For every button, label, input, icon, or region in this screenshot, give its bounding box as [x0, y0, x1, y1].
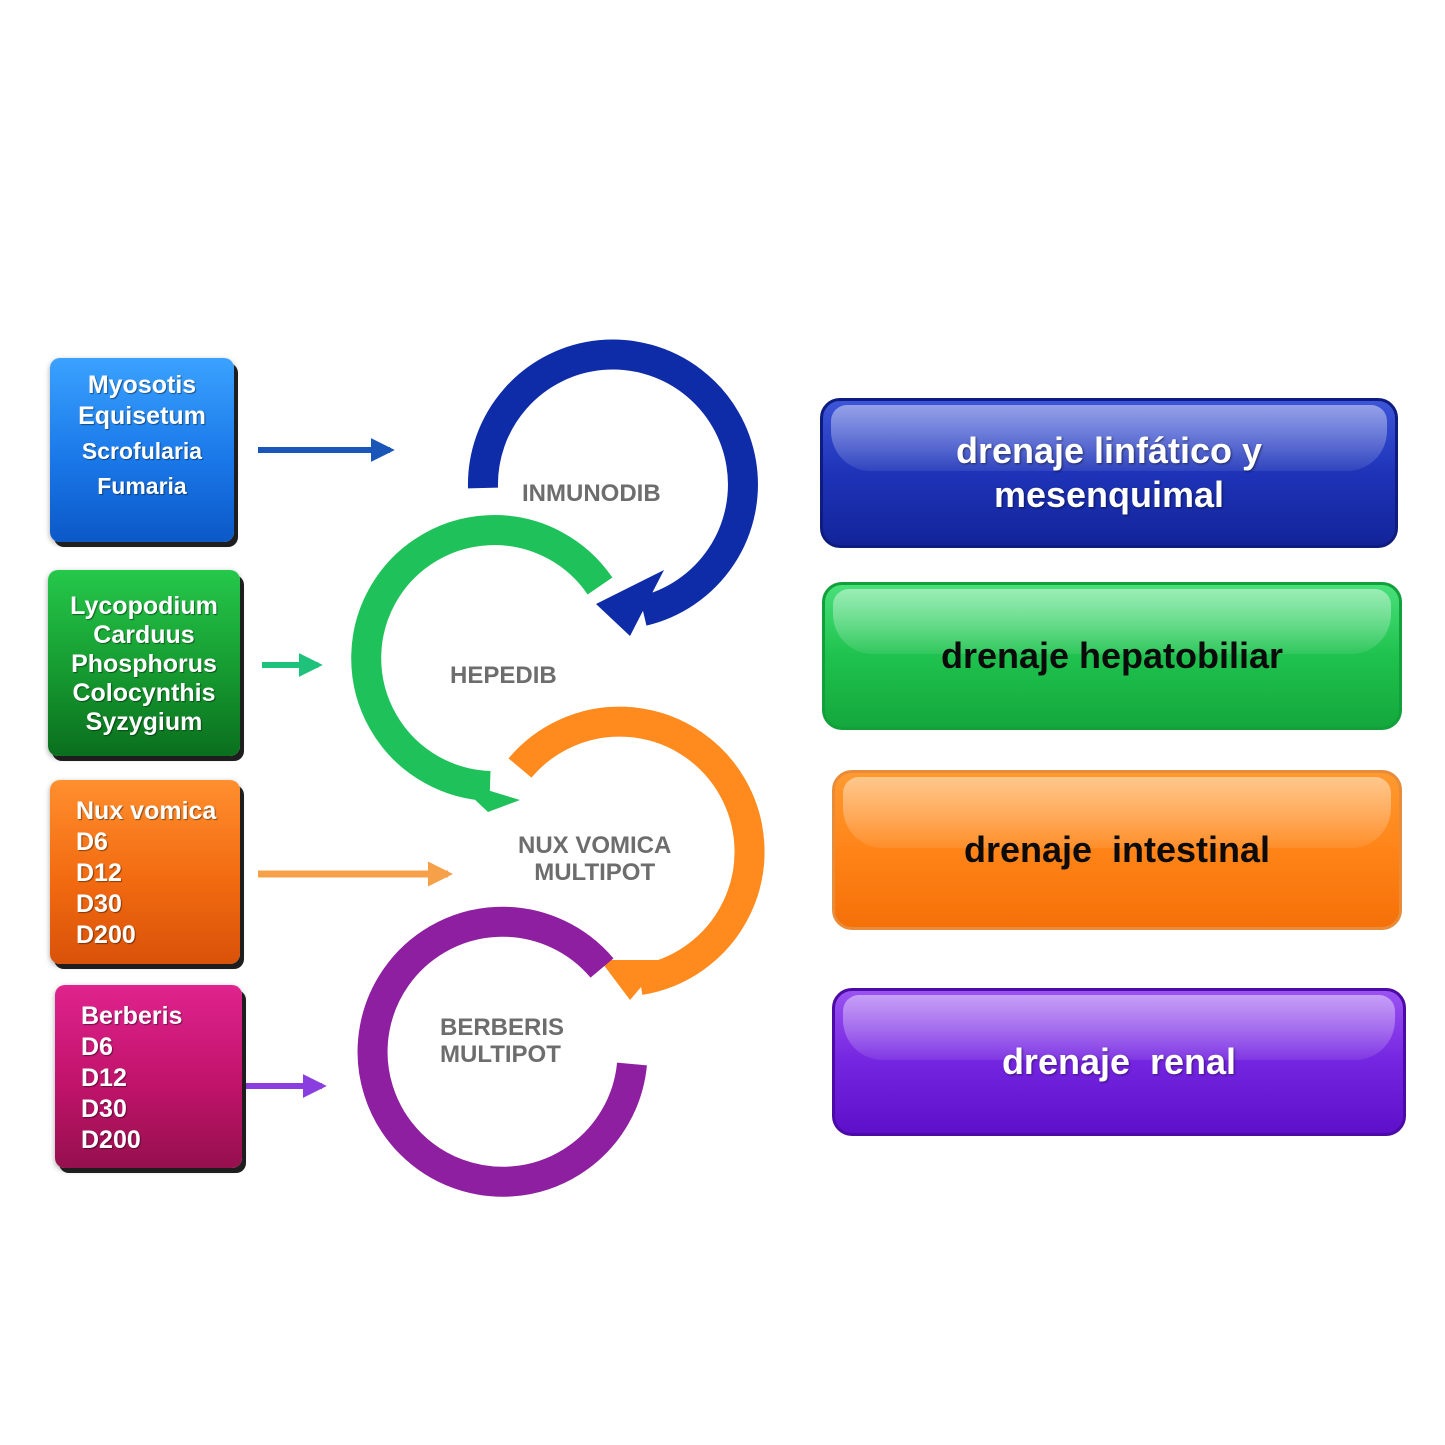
result-renal: drenaje renal [832, 988, 1406, 1136]
ingredient-line: D200 [76, 921, 136, 949]
product-label-text: INMUNODIB [522, 480, 661, 507]
result-text: drenaje linfático y mesenquimal [956, 429, 1262, 517]
product-label-text: MULTIPOT [440, 1041, 561, 1068]
product-label-text: HEPEDIB [450, 662, 557, 689]
product-label-hepedib: HEPEDIB [450, 662, 557, 689]
product-label-text: BERBERIS [440, 1014, 565, 1041]
ingredient-line: D12 [76, 859, 122, 887]
product-label-text: NUX VOMICA [518, 832, 672, 859]
ingredient-line: Phosphorus [71, 650, 217, 678]
product-label-berberis: BERBERIS MULTIPOT [440, 1014, 564, 1068]
result-text: drenaje renal [1001, 1041, 1237, 1082]
ingredient-line: Scrofularia [81, 438, 203, 464]
result-linfatico: drenaje linfático y mesenquimal [820, 398, 1398, 548]
ingredient-line: D6 [76, 828, 108, 856]
nux-vomica-ring [508, 706, 765, 1000]
ingredient-line: Syzygium [85, 708, 203, 736]
ingredient-line: Lycopodium [70, 592, 218, 620]
result-hepatobiliar: drenaje hepatobiliar [822, 582, 1402, 730]
ingredient-line: D30 [76, 890, 122, 918]
result-text: drenaje intestinal [963, 829, 1271, 870]
ingredient-box-pink: Berberis D6 D12 D30 D200 [55, 985, 242, 1168]
ingredient-box-green: Lycopodium Carduus Phosphorus Colocynthi… [48, 570, 240, 756]
berberis-ring [357, 906, 647, 1197]
result-line: drenaje linfático y [955, 430, 1263, 471]
result-intestinal: drenaje intestinal [832, 770, 1402, 930]
product-label-text: MULTIPOT [534, 859, 656, 886]
result-text: drenaje hepatobiliar [940, 635, 1284, 676]
ingredient-line: Nux vomica [76, 797, 217, 825]
product-label-nux-vomica: NUX VOMICA MULTIPOT [518, 832, 671, 886]
inmunodib-ring [467, 339, 758, 636]
ingredient-line: D6 [81, 1033, 113, 1061]
ingredient-line: Berberis [81, 1002, 183, 1030]
result-line: mesenquimal [993, 474, 1225, 515]
ingredient-line: Colocynthis [72, 679, 216, 707]
ingredient-line: D200 [81, 1126, 141, 1154]
hepedib-ring [351, 515, 613, 812]
ingredient-line: Myosotis [87, 371, 197, 399]
ingredient-box-blue: Myosotis Equisetum Scrofularia Fumaria [50, 358, 234, 542]
ingredient-line: D12 [81, 1064, 127, 1092]
ingredient-line: Equisetum [78, 402, 206, 430]
ingredient-line: Fumaria [97, 473, 187, 499]
ingredient-line: D30 [81, 1095, 127, 1123]
product-label-inmunodib: INMUNODIB [522, 480, 661, 507]
ingredient-line: Carduus [93, 621, 195, 649]
ingredient-box-orange: Nux vomica D6 D12 D30 D200 [50, 780, 240, 964]
